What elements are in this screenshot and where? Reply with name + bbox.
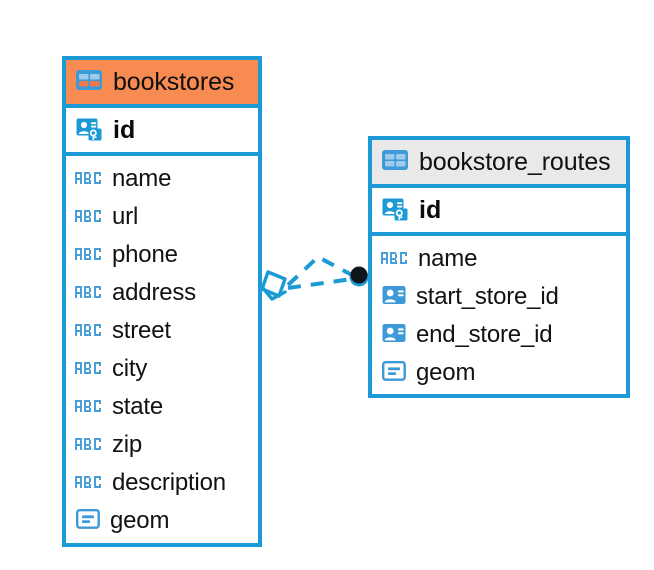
entity-header-bookstores[interactable]: bookstores (66, 60, 258, 108)
field-label: phone (112, 241, 178, 268)
primary-key-label: id (113, 115, 136, 144)
abc-text-icon (75, 165, 103, 193)
field-label: name (112, 165, 172, 192)
field-row[interactable]: state (66, 388, 258, 426)
foreign-key-badge-icon (381, 320, 407, 351)
field-label: end_store_id (416, 321, 553, 348)
primary-key-badge-icon (381, 194, 409, 227)
field-label: street (112, 317, 171, 344)
entity-name-label: bookstores (113, 67, 235, 96)
filled-circle-endpoint (349, 266, 369, 287)
field-label: city (112, 355, 148, 382)
field-row[interactable]: name (372, 240, 626, 278)
abc-text-icon (75, 355, 103, 383)
crows-foot-diamond-endpoint (260, 270, 287, 301)
foreign-key-badge-icon (381, 282, 407, 313)
field-row[interactable]: url (66, 198, 258, 236)
abc-text-icon (381, 245, 409, 273)
entity-field-list: name (66, 156, 258, 545)
field-label: description (112, 469, 226, 496)
abc-text-icon (75, 241, 103, 269)
primary-key-label: id (419, 195, 442, 224)
field-row[interactable]: geom (66, 502, 258, 540)
field-label: geom (416, 359, 476, 386)
abc-text-icon (75, 279, 103, 307)
field-row[interactable]: description (66, 464, 258, 502)
entity-field-list: name start_store_id (372, 236, 626, 397)
primary-key-badge-icon (75, 114, 103, 147)
field-label: address (112, 279, 196, 306)
field-row[interactable]: start_store_id (372, 278, 626, 316)
entity-primary-key-row[interactable]: id (66, 108, 258, 156)
abc-text-icon (75, 431, 103, 459)
entity-name-label: bookstore_routes (419, 147, 611, 176)
abc-text-icon (75, 203, 103, 231)
field-label: geom (110, 507, 170, 534)
field-row[interactable]: geom (372, 354, 626, 392)
relationship-branch-lower (287, 277, 353, 290)
field-row[interactable]: city (66, 350, 258, 388)
entity-table-bookstore-routes[interactable]: bookstore_routes id (368, 136, 630, 398)
entity-table-bookstores[interactable]: bookstores id (62, 56, 262, 547)
table-icon (381, 146, 409, 179)
field-label: zip (112, 431, 143, 458)
field-row[interactable]: zip (66, 426, 258, 464)
field-label: start_store_id (416, 283, 559, 310)
field-row[interactable]: address (66, 274, 258, 312)
field-row[interactable]: end_store_id (372, 316, 626, 354)
table-icon (75, 66, 103, 99)
abc-text-icon (75, 393, 103, 421)
field-label: state (112, 393, 164, 420)
abc-text-icon (75, 469, 103, 497)
field-row[interactable]: street (66, 312, 258, 350)
entity-primary-key-row[interactable]: id (372, 188, 626, 236)
relationship-branch-upper (286, 254, 353, 287)
geometry-icon (75, 506, 101, 537)
field-label: url (112, 203, 139, 230)
field-row[interactable]: phone (66, 236, 258, 274)
entity-header-bookstore-routes[interactable]: bookstore_routes (372, 140, 626, 188)
field-label: name (418, 245, 478, 272)
field-row[interactable]: name (66, 160, 258, 198)
geometry-icon (381, 358, 407, 389)
abc-text-icon (75, 317, 103, 345)
